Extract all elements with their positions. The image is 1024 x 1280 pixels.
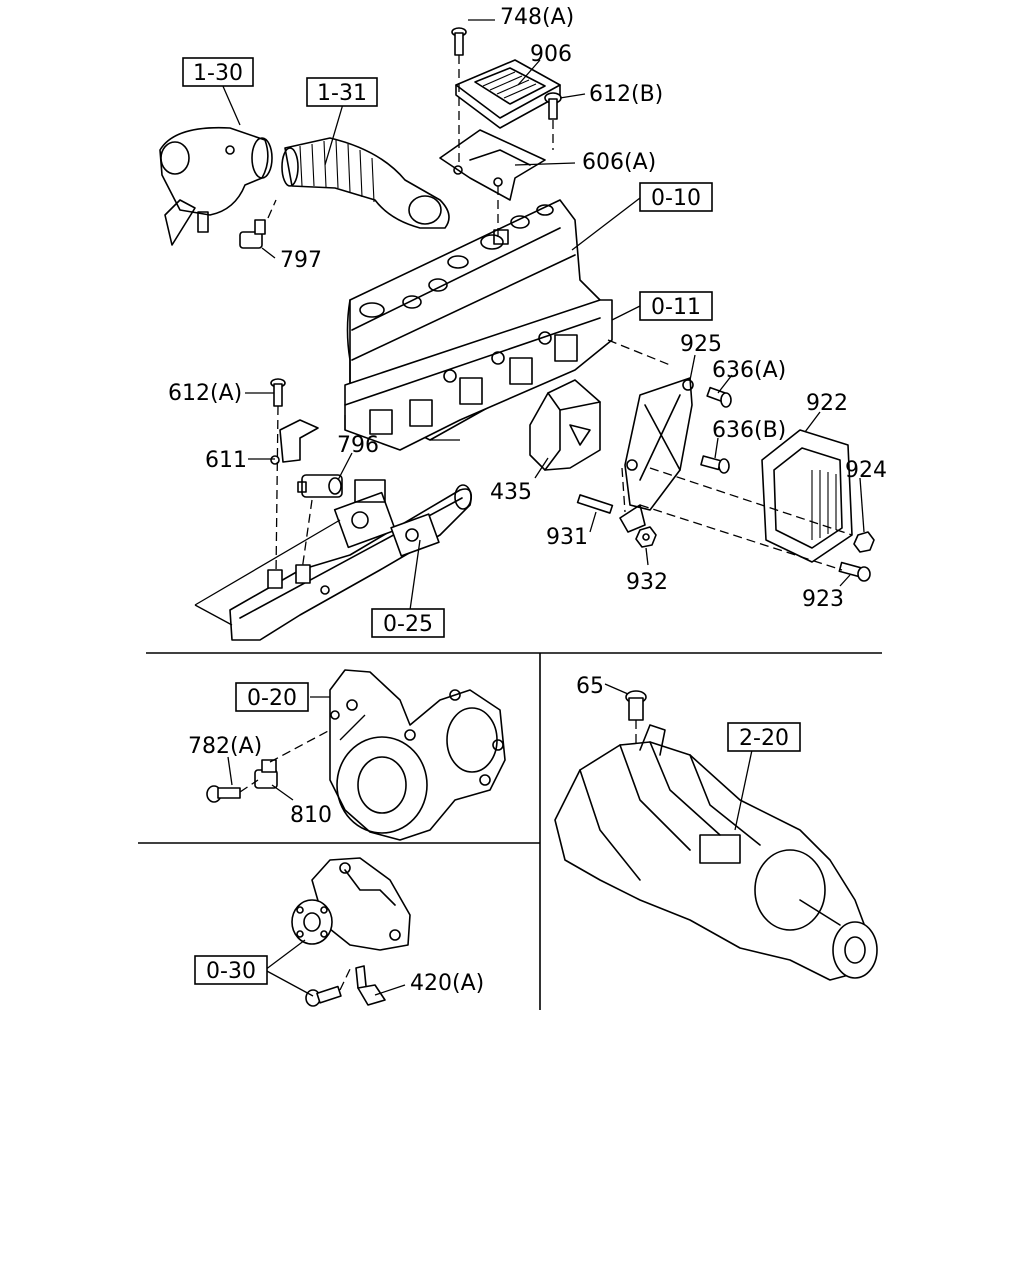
stud-931 — [576, 494, 614, 514]
ref-box-0-10[interactable]: 0-10 — [639, 182, 713, 212]
ecu-922 — [761, 429, 853, 563]
ecu-module — [455, 59, 561, 129]
water-pump — [291, 857, 411, 951]
label-611: 611 — [205, 448, 247, 473]
ref-box-2-20[interactable]: 2-20 — [727, 722, 801, 752]
timing-cover — [329, 669, 506, 841]
label-924: 924 — [845, 458, 887, 483]
bolt-636a — [706, 386, 732, 408]
bracket-420a — [355, 965, 386, 1006]
sensor-810 — [254, 759, 278, 789]
ref-box-0-11[interactable]: 0-11 — [639, 291, 713, 321]
ref-box-0-30[interactable]: 0-30 — [194, 955, 268, 985]
ref-box-1-31[interactable]: 1-31 — [306, 77, 378, 107]
transmission — [554, 724, 878, 981]
heat-shield-435 — [529, 379, 601, 471]
label-932: 932 — [626, 570, 668, 595]
leader-lines — [221, 19, 865, 997]
label-435: 435 — [490, 480, 532, 505]
bracket-611 — [270, 419, 319, 465]
exhaust-manifold — [229, 479, 473, 641]
ecu-bracket — [439, 129, 546, 201]
ref-label-0-30: 0-30 — [206, 959, 256, 984]
label-612b: 612(B) — [589, 82, 663, 107]
ref-box-1-30[interactable]: 1-30 — [182, 57, 254, 87]
label-925: 925 — [680, 332, 722, 357]
cylinder-head — [344, 299, 613, 451]
label-636b: 636(B) — [712, 418, 786, 443]
plug-65 — [625, 690, 647, 721]
ref-label-0-25: 0-25 — [383, 612, 433, 637]
ref-label-2-20: 2-20 — [739, 726, 789, 751]
bolt-612b — [544, 92, 562, 120]
nut-932 — [635, 526, 657, 548]
label-782a: 782(A) — [188, 734, 262, 759]
intake-hose — [281, 137, 450, 229]
label-748a: 748(A) — [500, 5, 574, 30]
nut-924 — [853, 531, 875, 553]
ref-label-0-20: 0-20 — [247, 686, 297, 711]
sensor-797 — [239, 199, 277, 249]
label-420a: 420(A) — [410, 971, 484, 996]
ref-label-0-11: 0-11 — [651, 295, 701, 320]
bolt-923 — [838, 561, 871, 582]
label-65: 65 — [576, 674, 604, 699]
bolt-748a — [451, 27, 467, 56]
sensor-796 — [297, 474, 343, 498]
label-612a: 612(A) — [168, 381, 242, 406]
label-606a: 606(A) — [582, 150, 656, 175]
label-810: 810 — [290, 803, 332, 828]
ref-label-1-31: 1-31 — [317, 81, 367, 106]
label-797: 797 — [280, 248, 322, 273]
label-906: 906 — [530, 42, 572, 67]
bracket-925 — [619, 377, 694, 533]
bolt-0-30 — [305, 985, 342, 1007]
label-931: 931 — [546, 525, 588, 550]
bolt-636b — [700, 455, 730, 474]
label-922: 922 — [806, 391, 848, 416]
ref-label-1-30: 1-30 — [193, 61, 243, 86]
label-796: 796 — [337, 433, 379, 458]
ref-box-0-20[interactable]: 0-20 — [235, 682, 309, 712]
ref-box-0-25[interactable]: 0-25 — [371, 608, 445, 638]
bolt-782a — [206, 785, 241, 803]
air-cleaner-outlet — [159, 126, 273, 246]
ref-label-0-10: 0-10 — [651, 186, 701, 211]
label-923: 923 — [802, 587, 844, 612]
label-636a: 636(A) — [712, 358, 786, 383]
